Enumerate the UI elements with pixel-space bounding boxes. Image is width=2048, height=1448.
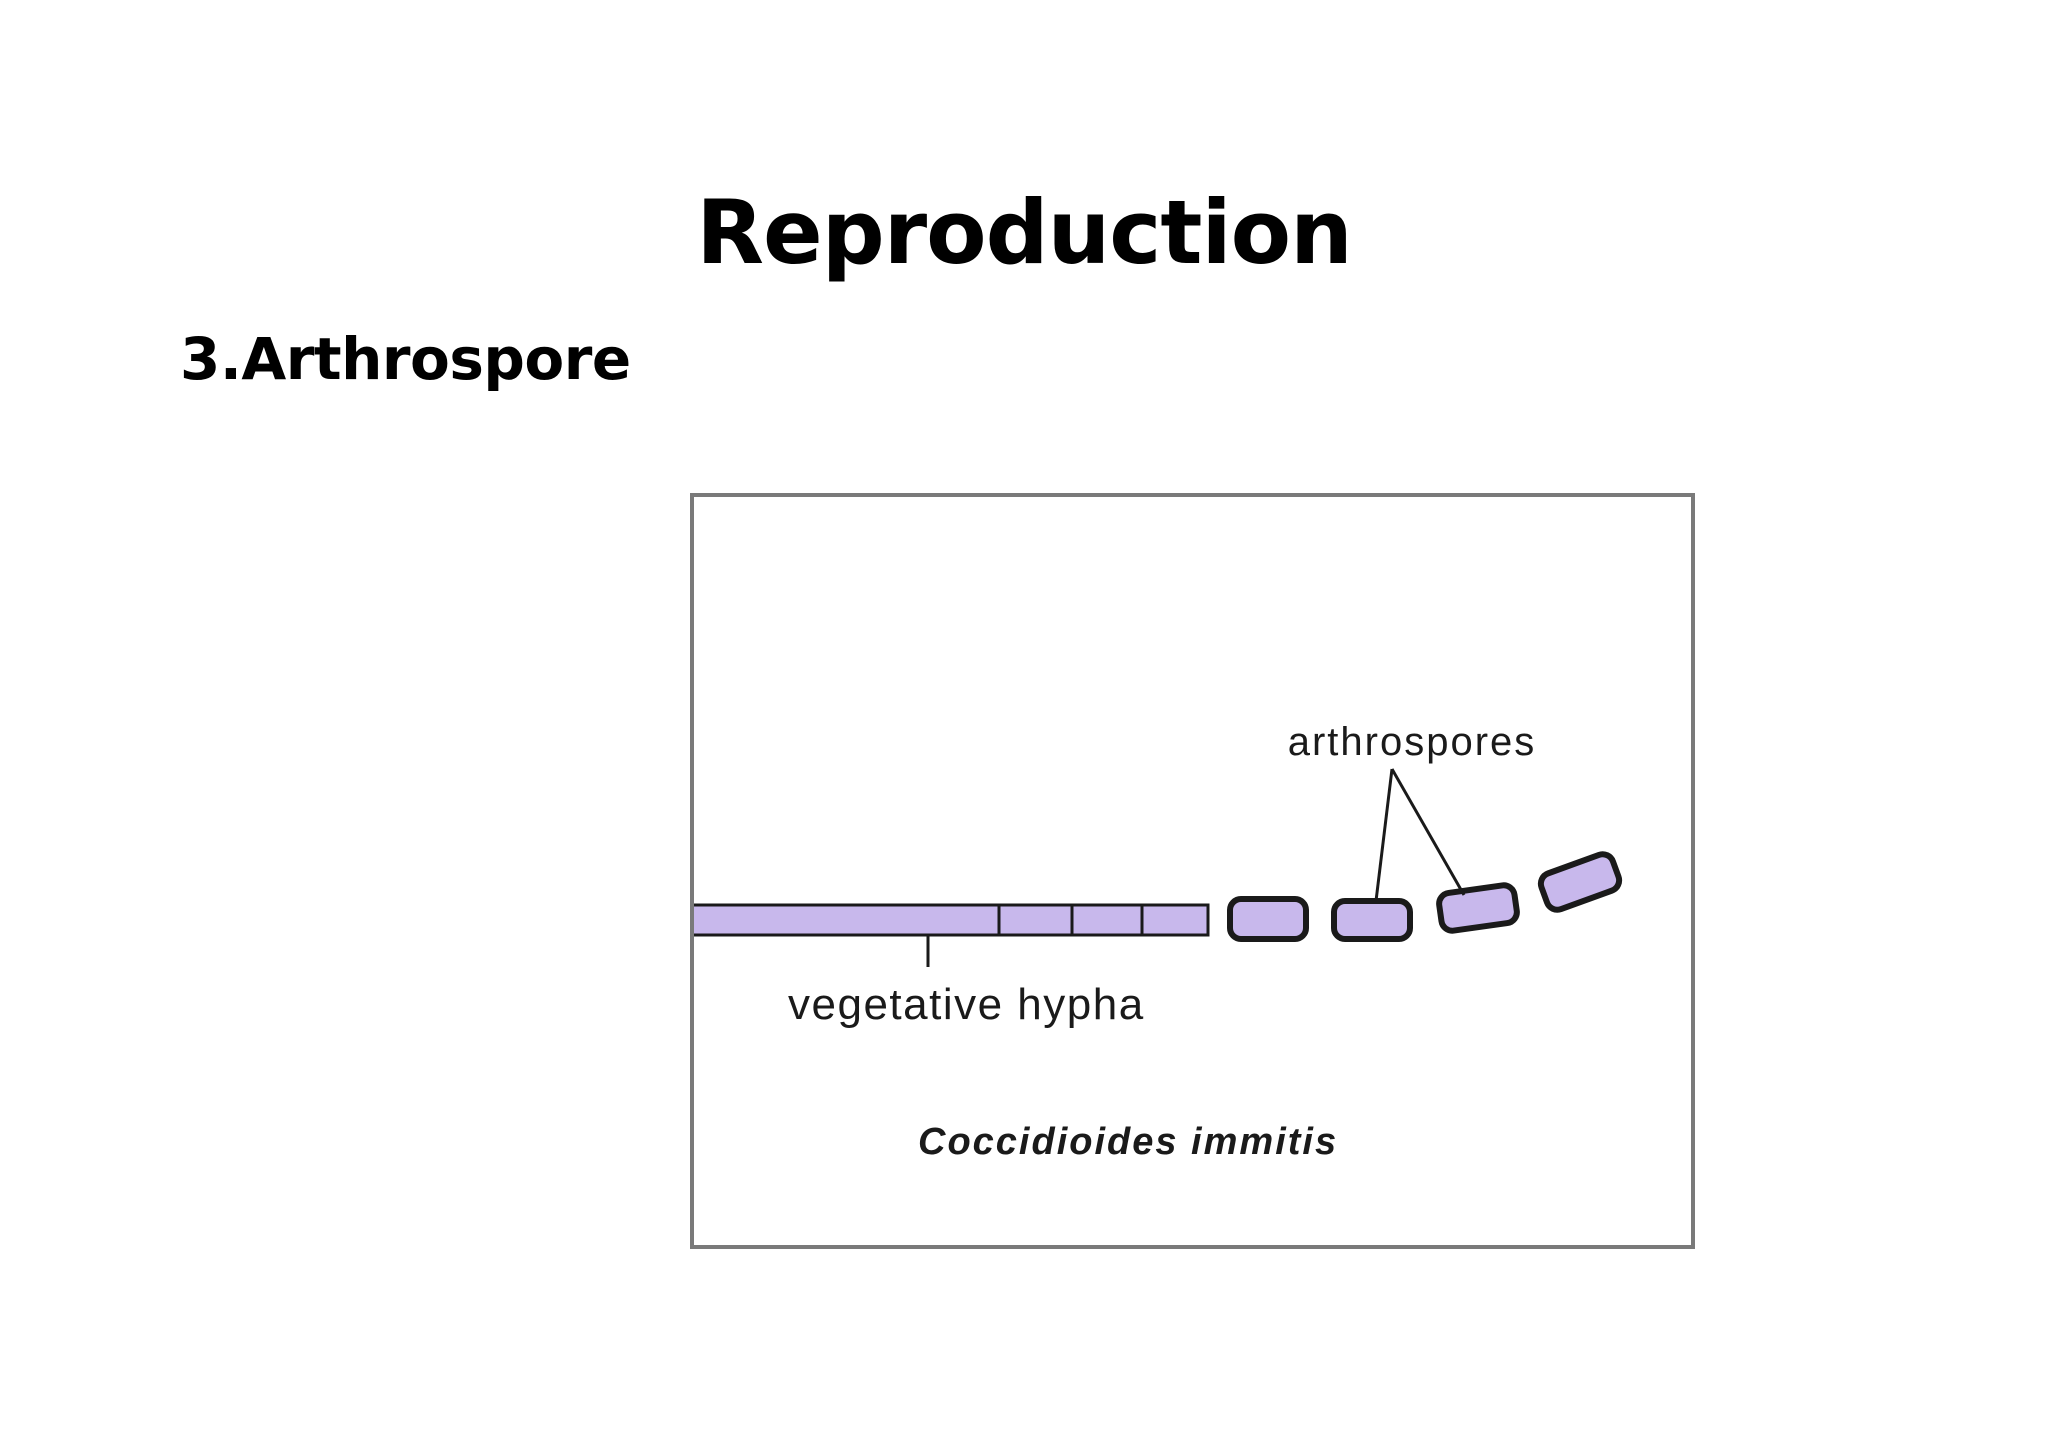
arthrospore-figure: arthrospores vegetative hypha Coccidioid… bbox=[690, 493, 1695, 1249]
arthrospore-cell bbox=[1436, 882, 1520, 934]
slide-title: Reproduction bbox=[696, 181, 1352, 284]
slide-subtitle: 3.Arthrospore bbox=[180, 325, 631, 393]
arthrospores-leader bbox=[1374, 768, 1394, 902]
arthrospores-leader bbox=[1390, 768, 1466, 896]
arthrospore-cell bbox=[1331, 898, 1413, 942]
vegetative-hypha-label: vegetative hypha bbox=[788, 980, 1145, 1029]
arthrospore-cell bbox=[1537, 851, 1623, 913]
arthrospore-cell bbox=[1227, 896, 1309, 942]
organism-label: Coccidioides immitis bbox=[918, 1121, 1338, 1163]
leader-lines bbox=[926, 768, 1466, 967]
arthrospores-label: arthrospores bbox=[1288, 720, 1537, 764]
arthrospore-cells bbox=[1227, 851, 1623, 942]
vegetative-hypha bbox=[694, 903, 1210, 937]
arthrospore-diagram: arthrospores vegetative hypha Coccidioid… bbox=[694, 720, 1623, 1163]
